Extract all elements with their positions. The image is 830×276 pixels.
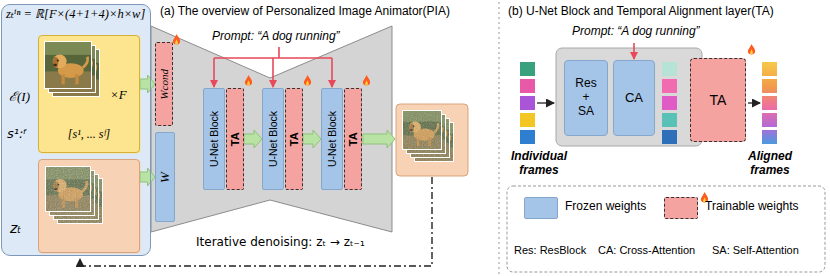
panel-title: (b) U-Net Block and Temporal Alignment l… bbox=[508, 5, 774, 19]
image-frames bbox=[44, 41, 100, 97]
unet-block-group bbox=[556, 48, 702, 146]
resblock-selfattn: Res + SA bbox=[564, 60, 608, 136]
node-text: zₜ bbox=[10, 220, 21, 236]
weight-box: W bbox=[155, 132, 175, 222]
legend-text: Frozen weights bbox=[565, 200, 646, 214]
abbreviation: CA: Cross-Attention bbox=[598, 244, 695, 257]
output-arrow bbox=[363, 130, 395, 148]
legend-text: Trainable weights bbox=[705, 200, 799, 214]
aligned-arrow bbox=[748, 102, 760, 103]
temporal-alignment: TA bbox=[226, 88, 244, 190]
panel-separator bbox=[499, 2, 500, 274]
panel-title: (a) The overview of Personalized Image A… bbox=[160, 5, 450, 19]
node-text: W bbox=[158, 172, 173, 183]
frames-label: Individual frames bbox=[500, 150, 578, 178]
legend-swatch bbox=[524, 197, 558, 219]
legend-box bbox=[507, 186, 825, 272]
math-label: s¹:ᶠ bbox=[7, 127, 27, 142]
node-text: ℰ(I) bbox=[9, 90, 30, 105]
flow-arrow bbox=[140, 75, 155, 93]
frames-label: Aligned frames bbox=[731, 150, 809, 178]
prompt-wires bbox=[214, 47, 332, 87]
unet-block: U-Net Block bbox=[203, 88, 225, 190]
legend-swatch bbox=[664, 197, 698, 219]
temporal-alignment: TA bbox=[690, 58, 746, 142]
temporal-alignment: TA bbox=[285, 88, 303, 190]
loop-label: Iterative denoising: zₜ → zₜ₋₁ bbox=[196, 236, 365, 250]
output-box bbox=[396, 104, 468, 176]
node-text: TA bbox=[229, 132, 242, 146]
cross-attention: CA bbox=[613, 60, 655, 136]
input-panel-fill bbox=[2, 5, 151, 256]
flow-arrow bbox=[140, 168, 155, 186]
image-box-fill bbox=[39, 36, 141, 154]
node-text: U-Net Block bbox=[326, 111, 338, 167]
prompt-label: Prompt: “A dog running” bbox=[212, 30, 340, 44]
unet-block: U-Net Block bbox=[321, 88, 343, 190]
node-text: U-Net Block bbox=[267, 111, 279, 167]
aligned-frames bbox=[762, 62, 777, 144]
node-text: TA bbox=[710, 92, 727, 108]
node-text: CA bbox=[625, 91, 643, 106]
individual-frames bbox=[520, 62, 535, 144]
temporal-alignment: TA bbox=[344, 88, 362, 190]
latent-box: zₜ bbox=[38, 159, 140, 253]
latent-box-fill bbox=[39, 160, 141, 254]
abbreviation: SA: Self-Attention bbox=[712, 244, 799, 257]
node-text: zₜⁱⁿ = ℝ[F×(4+1+4)×h×w] bbox=[6, 7, 145, 21]
unet-shape bbox=[151, 26, 392, 232]
abbreviation: Res: ResBlock bbox=[514, 244, 586, 257]
image-box: ℰ(I)×F[s¹, ... sᶠ] bbox=[38, 35, 140, 153]
prompt-label: Prompt: “A dog running” bbox=[572, 25, 700, 39]
flame-icons bbox=[173, 34, 755, 203]
node-text: TA bbox=[347, 132, 360, 146]
node-text: TA bbox=[288, 132, 301, 146]
node-text: Res + SA bbox=[575, 77, 596, 118]
cond-weight: Wcond bbox=[155, 42, 173, 126]
node-text: U-Net Block bbox=[208, 111, 220, 167]
output-frames bbox=[402, 110, 454, 162]
intermediate-frames bbox=[662, 62, 677, 144]
prompt-arrow bbox=[633, 43, 635, 59]
node-text: [s¹, ... sᶠ] bbox=[39, 128, 139, 142]
noisy-frames bbox=[45, 166, 103, 224]
flow-arrow bbox=[303, 130, 321, 148]
frames-arrow bbox=[537, 102, 554, 103]
unet-block: U-Net Block bbox=[262, 88, 284, 190]
node-text: ×F bbox=[110, 88, 127, 103]
node-text: Wcond bbox=[158, 69, 171, 100]
flow-arrow bbox=[244, 130, 262, 148]
